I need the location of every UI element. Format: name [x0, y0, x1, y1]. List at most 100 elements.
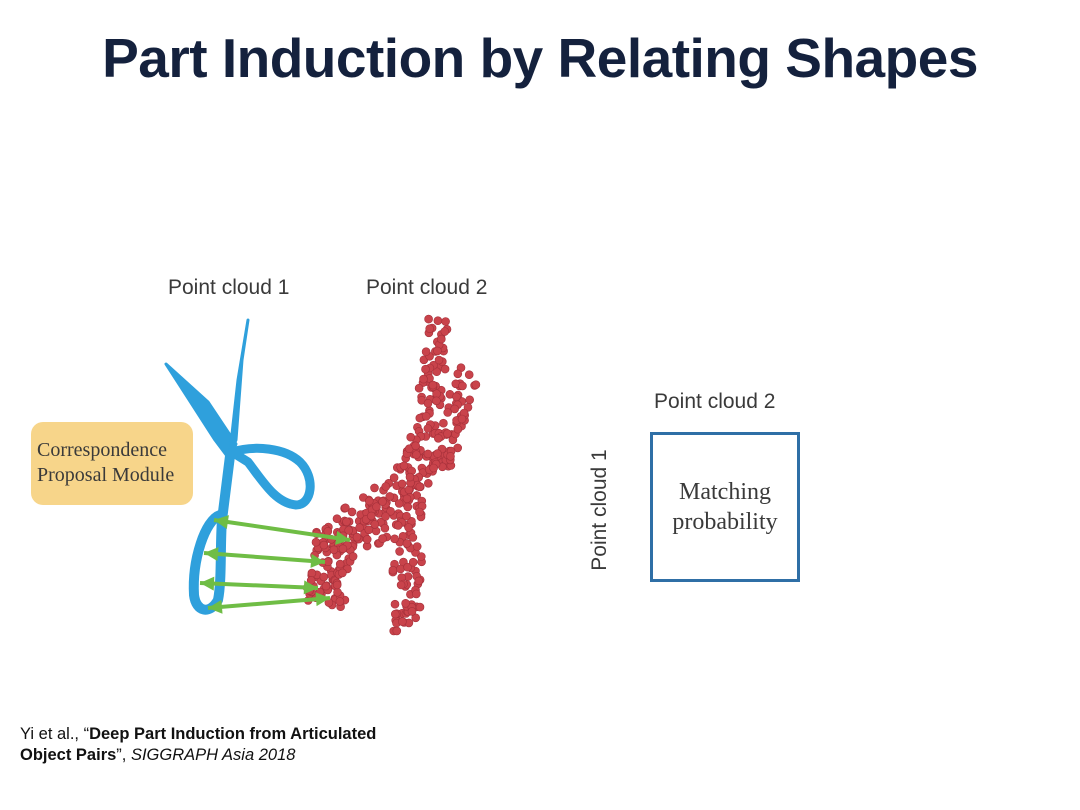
point-cloud-point	[395, 547, 404, 556]
correspondence-arrows	[199, 515, 351, 614]
matrix-column-label: Point cloud 2	[654, 390, 776, 413]
point-cloud-point	[424, 314, 433, 324]
citation-title-part2: Object Pairs	[20, 746, 117, 764]
point-cloud-point	[423, 398, 433, 408]
point-cloud-point	[419, 374, 428, 384]
point-cloud-point	[423, 478, 433, 488]
point-cloud-point	[439, 418, 448, 428]
scissors-shape	[164, 318, 315, 615]
point-cloud-point	[380, 523, 390, 533]
point-cloud-point	[428, 380, 438, 390]
point-cloud-point	[319, 572, 329, 582]
citation-authors: Yi et al., “	[20, 725, 90, 743]
point-cloud-point	[390, 534, 399, 544]
point-cloud-point	[441, 317, 450, 326]
matching-probability-matrix: Matching probability	[650, 432, 800, 582]
point-cloud-point	[332, 580, 342, 590]
scissors-blade-right	[228, 318, 250, 454]
citation-suffix: ”,	[116, 746, 131, 764]
point-cloud-point	[436, 334, 446, 344]
point-cloud-point	[342, 517, 351, 527]
scissors-shank	[217, 451, 235, 525]
point-cloud-point	[464, 370, 474, 380]
point-cloud-point	[403, 502, 413, 512]
correspondence-arrow	[207, 596, 331, 610]
arrow-head	[335, 531, 350, 545]
point-cloud-point	[393, 521, 403, 530]
point-cloud-point	[411, 441, 421, 451]
point-cloud-point	[421, 347, 431, 357]
point-cloud-point	[381, 512, 390, 521]
citation-title-part1: Deep Part Induction from Articulated	[89, 725, 377, 743]
point-cloud-point	[450, 404, 460, 414]
point-cloud-point	[433, 316, 443, 326]
point-cloud-point	[396, 580, 406, 590]
point-cloud-point	[389, 473, 399, 483]
slide-title: Part Induction by Relating Shapes	[102, 27, 978, 89]
point-cloud-point	[332, 514, 342, 524]
point-cloud-point	[408, 533, 418, 542]
point-cloud-point	[411, 613, 421, 623]
matrix-row-label: Point cloud 1	[588, 449, 611, 571]
point-cloud-point	[458, 381, 467, 391]
point-cloud-point	[394, 499, 404, 508]
point-cloud-point	[321, 581, 331, 591]
point-cloud-point	[407, 607, 417, 616]
point-cloud-point	[457, 414, 467, 424]
point-cloud-point	[399, 461, 409, 471]
point-cloud-1-label: Point cloud 1	[168, 276, 290, 299]
point-cloud-point	[378, 497, 387, 506]
arrow-head	[208, 599, 223, 614]
point-cloud-point	[362, 535, 372, 544]
point-cloud-point	[390, 599, 400, 609]
point-cloud-point	[323, 557, 333, 567]
point-cloud-point	[341, 503, 350, 513]
point-cloud-point	[411, 589, 421, 599]
point-cloud-point	[338, 544, 348, 554]
citation: Yi et al., “Deep Part Induction from Art…	[20, 724, 376, 766]
point-cloud-point	[398, 617, 407, 626]
point-cloud-point	[381, 482, 391, 491]
point-cloud-point	[329, 545, 339, 555]
module-line-1: Correspondence	[37, 439, 167, 461]
point-cloud-point	[453, 424, 463, 434]
point-cloud-point	[386, 506, 395, 516]
point-cloud-point	[366, 511, 376, 521]
point-cloud-point	[452, 392, 461, 402]
arrow-head	[310, 554, 325, 568]
module-line-2: Proposal Module	[37, 464, 175, 486]
point-cloud-point	[423, 449, 433, 459]
point-cloud-point	[403, 562, 412, 572]
point-cloud-point	[433, 449, 442, 458]
point-cloud-point	[405, 472, 415, 482]
scissors-handle-lower	[188, 510, 227, 615]
point-cloud-point	[440, 327, 450, 336]
point-cloud-point	[347, 507, 357, 517]
point-cloud-point	[416, 552, 426, 561]
arrow-head	[214, 515, 229, 529]
point-cloud-point	[323, 527, 333, 536]
point-cloud-point	[333, 587, 342, 597]
point-cloud-point	[465, 395, 475, 405]
correspondence-arrow	[199, 581, 319, 590]
matrix-line-2: probability	[672, 509, 778, 535]
point-cloud-point	[344, 526, 354, 535]
point-cloud-point	[370, 483, 379, 493]
point-cloud-point	[385, 492, 395, 501]
point-cloud-point	[432, 396, 441, 406]
point-cloud-point	[307, 568, 317, 578]
point-cloud-point	[338, 568, 347, 578]
point-cloud-point	[402, 511, 411, 521]
point-cloud-point	[434, 355, 444, 365]
point-cloud-point	[390, 609, 400, 619]
point-cloud-point	[364, 525, 374, 535]
point-cloud-point	[406, 432, 416, 442]
citation-venue: SIGGRAPH Asia 2018	[130, 746, 296, 764]
point-cloud-point	[348, 552, 358, 561]
correspondence-arrow	[203, 551, 326, 564]
point-cloud-point	[412, 542, 422, 551]
point-cloud-point	[423, 424, 433, 433]
point-cloud-point	[388, 565, 398, 575]
point-cloud-point	[446, 451, 455, 461]
